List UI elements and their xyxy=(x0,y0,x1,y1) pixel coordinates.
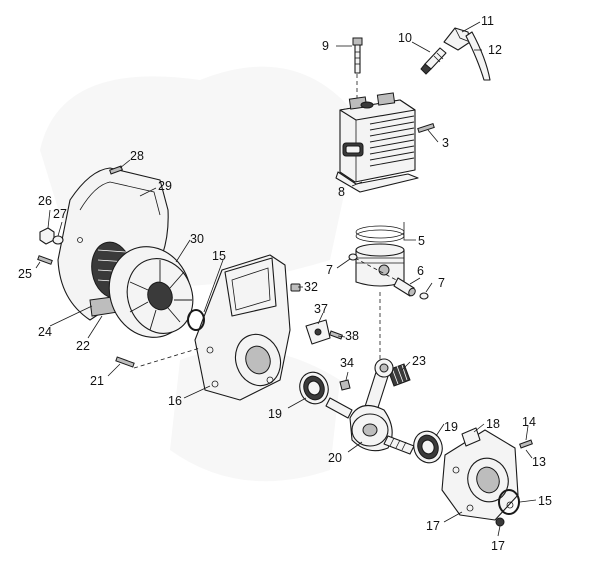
callout-38: 38 xyxy=(345,329,359,343)
starter-nut xyxy=(39,227,55,245)
callout-9: 9 xyxy=(322,39,329,53)
callout-21: 23 xyxy=(412,354,426,368)
bearing-left xyxy=(299,371,329,405)
callout-18: 18 xyxy=(486,417,500,431)
callout-13: 13 xyxy=(532,455,546,469)
cylinder xyxy=(335,92,419,193)
callout-28: 28 xyxy=(130,149,144,163)
callout-17-right: 17 xyxy=(426,519,440,533)
housing-screw-top xyxy=(109,165,123,175)
callout-20: 20 xyxy=(328,451,342,465)
callout-23: 22 xyxy=(76,339,90,353)
callout-3: 3 xyxy=(442,136,449,150)
piston-pin xyxy=(393,277,416,297)
callout-22: 21 xyxy=(90,374,104,388)
leader-lines xyxy=(35,21,537,537)
callout-29: 29 xyxy=(158,179,172,193)
crankcase-plug xyxy=(290,283,301,292)
callout-19-right: 19 xyxy=(444,420,458,434)
callout-27: 27 xyxy=(53,207,67,221)
callout-15-left: 15 xyxy=(212,249,226,263)
ignition-lead xyxy=(465,31,491,81)
callout-10: 10 xyxy=(398,31,412,45)
callout-32: 32 xyxy=(304,280,318,294)
callout-numbers: 9 10 11 12 3 8 5 7 6 7 23 34 38 37 32 15… xyxy=(18,14,552,553)
plug-cap xyxy=(443,27,471,51)
needle-bearing xyxy=(387,363,411,387)
bracket-screw xyxy=(329,330,343,340)
callout-26: 26 xyxy=(38,194,52,208)
case-screw xyxy=(519,439,533,449)
callout-6: 6 xyxy=(417,264,424,278)
piston-rings xyxy=(355,225,405,243)
crankshaft xyxy=(325,358,415,455)
callout-16: 17 xyxy=(491,539,505,553)
callout-30: 30 xyxy=(190,232,204,246)
callout-12: 12 xyxy=(488,43,502,57)
callout-7-left: 7 xyxy=(326,263,333,277)
callout-17-left: 16 xyxy=(168,394,182,408)
callout-7-right: 7 xyxy=(438,276,445,290)
long-bolt xyxy=(115,356,135,368)
callout-15-right: 15 xyxy=(538,494,552,508)
callout-34: 34 xyxy=(340,356,354,370)
cylinder-assembly xyxy=(335,37,435,193)
cylinder-stud xyxy=(417,122,435,134)
crankcase-right xyxy=(441,429,519,521)
circlip-left xyxy=(348,253,358,261)
bolt-22-axis xyxy=(133,347,201,369)
spark-plug xyxy=(420,47,447,75)
callout-37: 37 xyxy=(314,302,328,316)
starter-washer xyxy=(52,235,64,245)
o-ring-right xyxy=(498,489,520,515)
nut xyxy=(495,517,505,527)
callout-8: 8 xyxy=(338,185,345,199)
o-ring-left xyxy=(187,309,205,331)
callout-19-left: 19 xyxy=(268,407,282,421)
callout-25: 25 xyxy=(18,267,32,281)
circlip-right xyxy=(419,292,429,300)
seal xyxy=(461,427,481,447)
callout-14: 14 xyxy=(522,415,536,429)
cylinder-bolt xyxy=(352,37,363,74)
callout-5: 5 xyxy=(418,234,425,248)
callout-24: 24 xyxy=(38,325,52,339)
callout-11: 11 xyxy=(481,14,494,28)
crankcase-left xyxy=(194,254,291,401)
flywheel xyxy=(108,246,194,338)
bearing-right xyxy=(413,430,443,464)
woodruff-key xyxy=(339,379,351,391)
starter-bolt xyxy=(37,255,53,265)
